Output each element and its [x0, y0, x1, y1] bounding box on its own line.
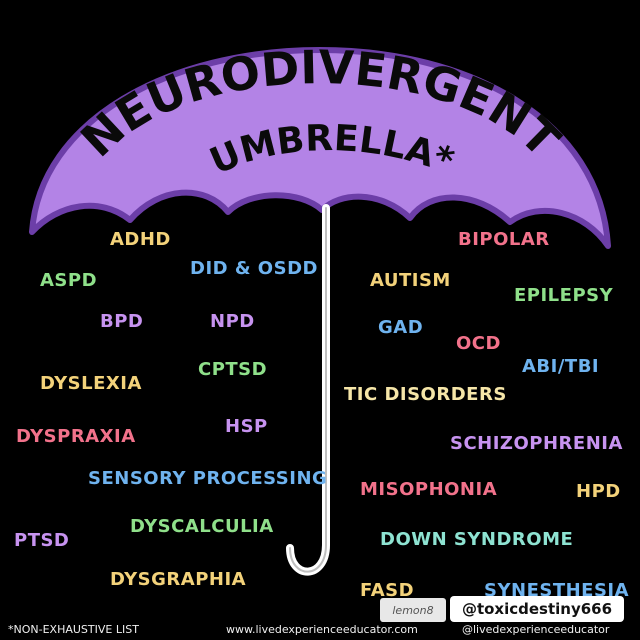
- lemon8-logo: lemon8: [380, 598, 446, 622]
- term-cptsd: CPTSD: [198, 359, 268, 380]
- term-hpd: HPD: [576, 481, 621, 502]
- username-badge: @toxicdestiny666: [450, 596, 624, 622]
- term-autism: AUTISM: [370, 270, 451, 291]
- term-dyscalculia: DYSCALCULIA: [130, 516, 274, 537]
- umbrella-canopy: [29, 47, 611, 249]
- term-misophonia: MISOPHONIA: [360, 479, 498, 500]
- footer-website: www.livedexperienceeducator.com: [226, 623, 418, 636]
- term-schizophrenia: SCHIZOPHRENIA: [450, 433, 623, 454]
- term-dysgraphia: DYSGRAPHIA: [110, 569, 247, 590]
- term-abi-tbi: ABI/TBI: [522, 356, 600, 377]
- term-dyslexia: DYSLEXIA: [40, 373, 142, 394]
- term-dyspraxia: DYSPRAXIA: [16, 426, 136, 447]
- footer-note: *NON-EXHAUSTIVE LIST: [8, 623, 139, 636]
- footer-handle: @livedexperienceeducator: [462, 623, 610, 636]
- term-ocd: OCD: [456, 333, 501, 354]
- term-sensory-processing: SENSORY PROCESSING: [88, 468, 328, 489]
- term-gad: GAD: [378, 317, 424, 338]
- term-aspd: ASPD: [40, 270, 98, 291]
- term-tic-disorders: TIC DISORDERS: [344, 384, 507, 405]
- term-npd: NPD: [210, 311, 255, 332]
- term-synesthesia: SYNESTHESIA: [484, 580, 630, 601]
- term-adhd: ADHD: [110, 229, 171, 250]
- term-bipolar: BIPOLAR: [458, 229, 550, 250]
- term-down-syndrome: DOWN SYNDROME: [380, 529, 574, 550]
- term-epilepsy: EPILEPSY: [514, 285, 614, 306]
- term-ptsd: PTSD: [14, 530, 70, 551]
- term-did-osdd: DID & OSDD: [190, 258, 318, 279]
- term-bpd: BPD: [100, 311, 144, 332]
- term-fasd: FASD: [360, 580, 415, 601]
- term-hsp: HSP: [225, 416, 268, 437]
